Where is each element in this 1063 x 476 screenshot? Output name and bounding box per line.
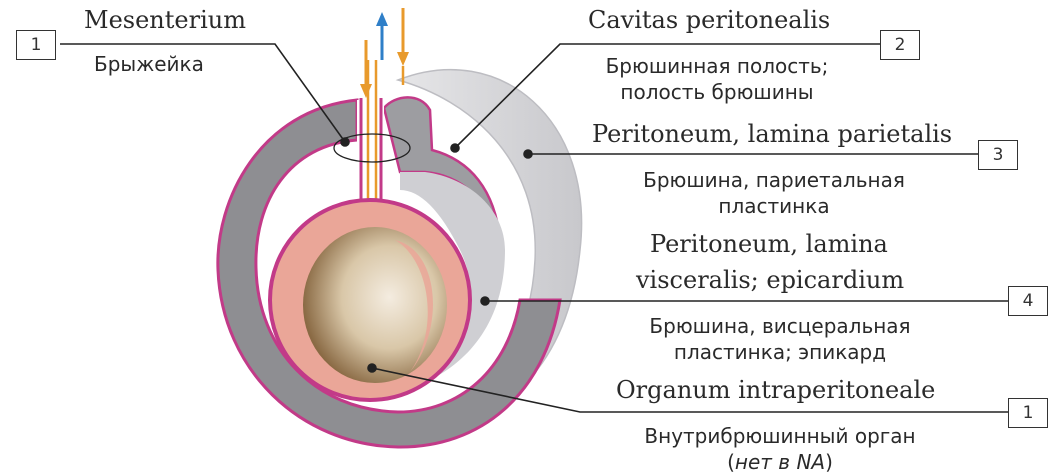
russian-parietal-line2: пластинка (614, 194, 934, 218)
russian-cavitas-line1: Брюшинная полость; (568, 54, 866, 78)
organ-lumen (303, 227, 447, 383)
latin-mesenterium: Mesenterium (84, 6, 246, 34)
latin-lamina-parietalis: Peritoneum, lamina parietalis (592, 120, 952, 148)
russian-cavitas-line2: полость брюшины (568, 80, 866, 104)
latin-cavitas: Cavitas peritonealis (588, 6, 830, 34)
russian-visceral-line2: пластинка; эпикард (620, 340, 940, 364)
latin-organum: Organum intraperitoneale (616, 376, 935, 404)
organ-note-close: ) (825, 450, 833, 474)
latin-visceralis-line1: Peritoneum, lamina (650, 230, 888, 258)
russian-organ-note: (нет в NA) (600, 450, 960, 474)
organ-note-italic: нет в NA (735, 450, 825, 474)
latin-visceralis-line2: visceralis; epicardium (636, 266, 904, 294)
russian-visceral-line1: Брюшина, висцеральная (620, 314, 940, 338)
organ-note-open: ( (727, 450, 735, 474)
russian-mesenterium: Брыжейка (94, 52, 204, 76)
label-number-3-parietal: 3 (978, 140, 1018, 170)
label-number-1-mesentery: 1 (16, 30, 56, 60)
russian-parietal-line1: Брюшина, париетальная (614, 168, 934, 192)
russian-organ-line1: Внутрибрюшинный орган (600, 424, 960, 448)
label-number-4-visceral: 4 (1008, 286, 1048, 316)
label-number-1-organ: 1 (1008, 398, 1048, 428)
label-number-2-cavity: 2 (880, 30, 920, 60)
